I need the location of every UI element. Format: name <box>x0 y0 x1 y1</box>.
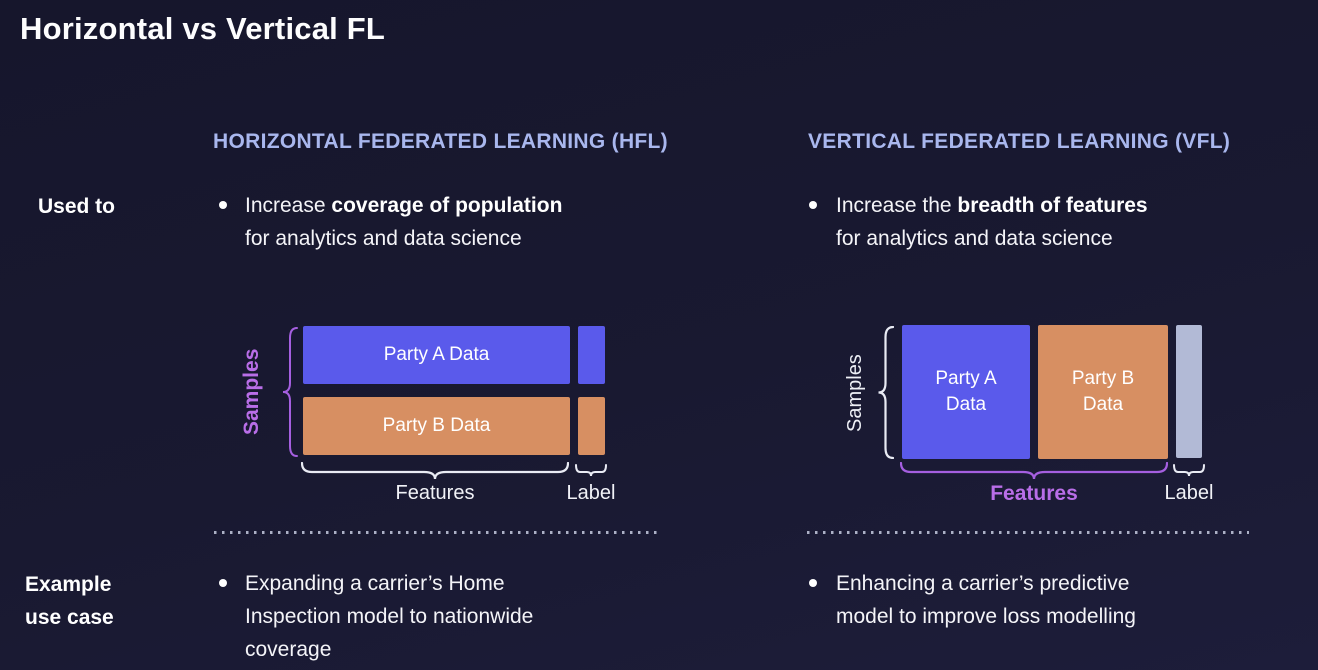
vfl-example-line1: Enhancing a carrier’s predictive <box>836 572 1130 595</box>
vfl-column-header: VERTICAL FEDERATED LEARNING (VFL) <box>808 130 1231 153</box>
hfl-example-line2: Inspection model to nationwide <box>245 605 534 628</box>
vfl-divider <box>807 531 1249 534</box>
hfl-label-brace <box>575 464 607 477</box>
row-label-used-to: Used to <box>38 195 116 218</box>
vfl-features-caption: Features <box>990 482 1078 505</box>
hfl-features-caption: Features <box>395 482 475 504</box>
vfl-label-strip <box>1176 325 1202 458</box>
hfl-label-strip-a <box>578 326 605 384</box>
hfl-label-caption: Label <box>566 482 616 504</box>
hfl-example-line3: coverage <box>245 638 332 661</box>
row-label-example-use-case: Example use case <box>25 568 114 634</box>
hfl-party-a-bar: Party A Data <box>303 326 570 384</box>
hfl-example-line1: Expanding a carrier’s Home <box>245 572 505 595</box>
example-label-line1: Example <box>25 573 112 596</box>
hfl-features-brace <box>301 462 569 480</box>
vfl-party-a-block: Party A Data <box>902 325 1030 459</box>
vfl-label-caption: Label <box>1164 482 1214 504</box>
hfl-column-header: HORIZONTAL FEDERATED LEARNING (HFL) <box>213 130 668 153</box>
vfl-used-to-bullet: Increase the breadth of features for ana… <box>836 189 1276 255</box>
vfl-used-to-line1: Increase the breadth of features <box>836 189 1276 222</box>
bullet-dot <box>809 201 817 209</box>
vfl-label-brace <box>1173 464 1205 477</box>
vfl-samples-brace <box>878 326 894 459</box>
vfl-used-to-pre: Increase the <box>836 194 958 217</box>
example-label-line2: use case <box>25 606 114 629</box>
vfl-used-to-line2: for analytics and data science <box>836 227 1113 250</box>
hfl-used-to-line1: Increase coverage of population <box>245 189 665 222</box>
vfl-features-brace <box>900 462 1168 480</box>
page-title: Horizontal vs Vertical FL <box>20 11 386 46</box>
hfl-party-b-bar: Party B Data <box>303 397 570 455</box>
hfl-samples-brace <box>282 327 298 457</box>
hfl-used-to-bullet: Increase coverage of population for anal… <box>245 189 665 255</box>
vfl-example-bullet: Enhancing a carrier’s predictive model t… <box>836 567 1276 633</box>
hfl-used-to-pre: Increase <box>245 194 332 217</box>
hfl-used-to-bold: coverage of population <box>331 194 563 217</box>
vfl-example-line2: model to improve loss modelling <box>836 605 1136 628</box>
bullet-dot <box>219 201 227 209</box>
hfl-label-strip-b <box>578 397 605 455</box>
hfl-divider <box>214 531 658 534</box>
hfl-used-to-line2: for analytics and data science <box>245 227 522 250</box>
vfl-samples-axis-label: Samples <box>844 354 866 433</box>
hfl-example-bullet: Expanding a carrier’s Home Inspection mo… <box>245 567 615 666</box>
vfl-party-b-block: Party B Data <box>1038 325 1168 459</box>
hfl-samples-axis-label: Samples <box>240 348 263 436</box>
bullet-dot <box>809 579 817 587</box>
bullet-dot <box>219 579 227 587</box>
vfl-used-to-bold: breadth of features <box>957 194 1148 217</box>
